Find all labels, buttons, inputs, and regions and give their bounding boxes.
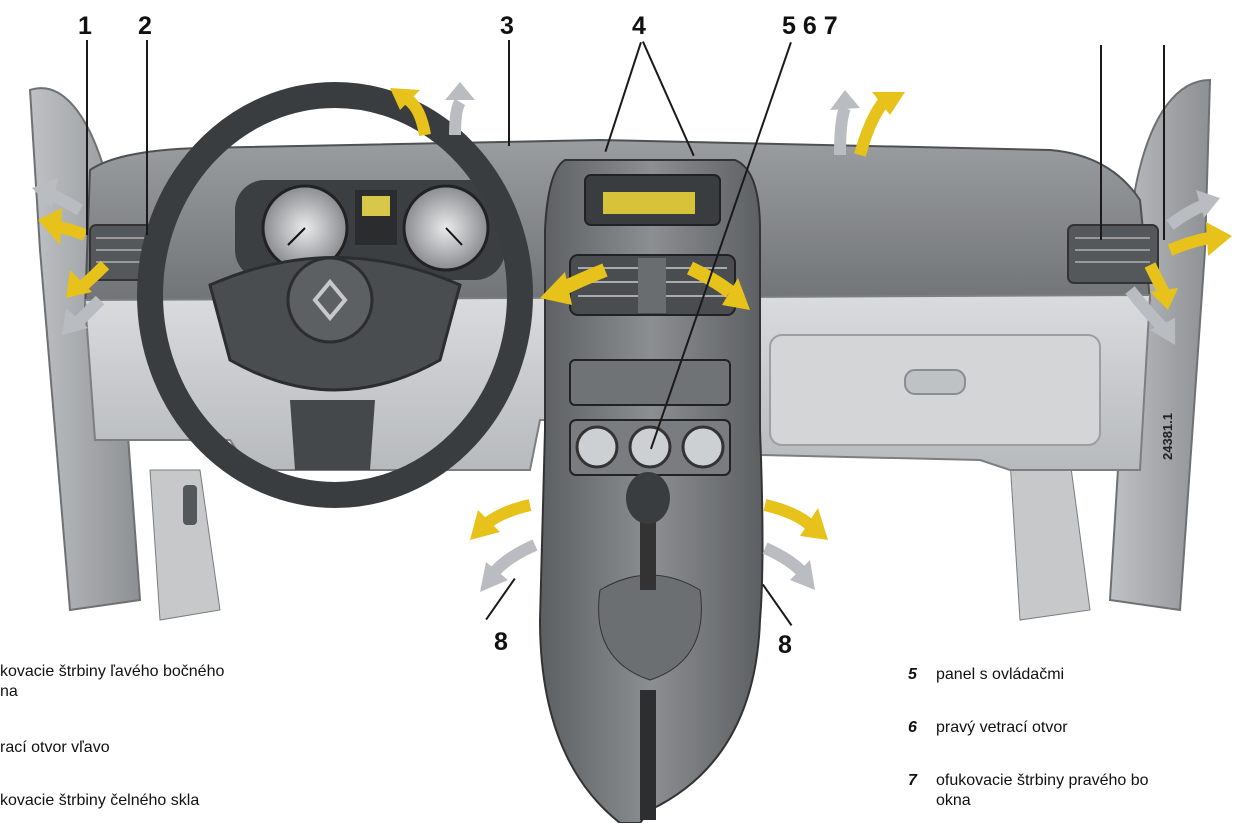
callout-4: 4 [632,14,646,39]
caption-right-7-line2: okna [908,791,1149,811]
caption-right-6-key: 6 [908,718,936,738]
callout-8-right: 8 [778,633,792,658]
reference-code: 24381.1 [1160,413,1175,460]
callout-5-6-7: 5 6 7 [782,14,838,39]
caption-left-3: kovacie štrbiny čelného skla [0,791,199,811]
caption-left-1-line1: kovacie štrbiny ľavého bočného [0,663,224,680]
caption-right-6-text: pravý vetrací otvor [936,719,1068,736]
caption-left-2: rací otvor vľavo [0,738,110,758]
caption-right-5-text: panel s ovládačmi [936,666,1064,683]
leader-line-3 [508,40,510,146]
callout-2: 2 [138,14,152,39]
callout-1: 1 [78,14,92,39]
leader-line-2 [146,40,148,235]
leader-line-right-b [1163,45,1165,240]
caption-right-5-key: 5 [908,665,936,685]
radio-unit [570,360,730,405]
callout-3: 3 [500,14,514,39]
right-side-vent [1068,225,1158,283]
caption-left-1: kovacie štrbiny ľavého bočného na [0,662,224,702]
caption-left-2-line1: rací otvor vľavo [0,739,110,756]
caption-right-7-text: ofukovacie štrbiny pravého bo [936,772,1149,789]
glovebox-handle [905,370,965,394]
caption-left-3-line1: kovacie štrbiny čelného skla [0,792,199,809]
leader-line-right-a [1100,45,1102,240]
caption-left-1-line2: na [0,683,18,700]
leader-line-1 [86,40,88,235]
callout-8-left: 8 [494,630,508,655]
caption-right-7-key: 7 [908,771,936,791]
